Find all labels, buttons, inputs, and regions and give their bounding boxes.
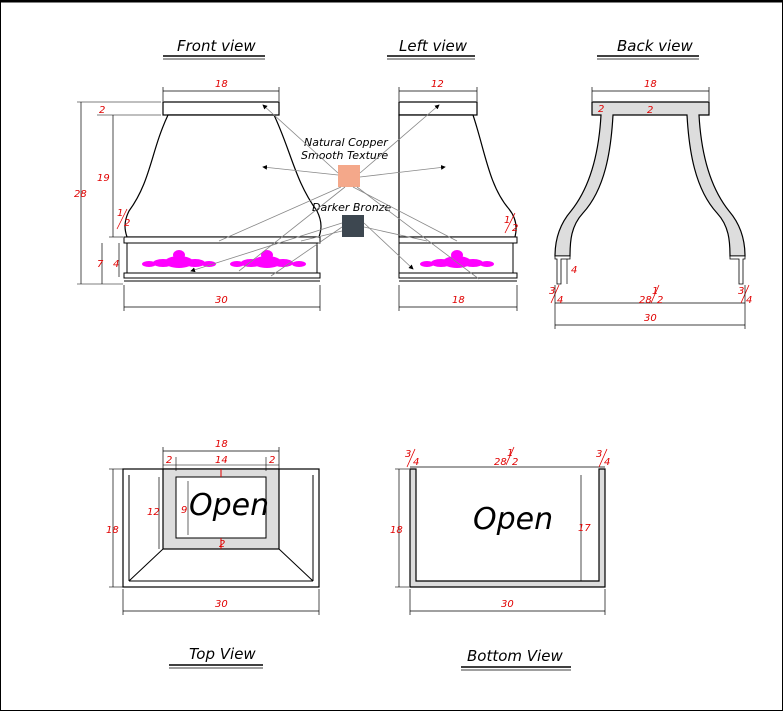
- front-dim-total-height: 28: [74, 189, 87, 200]
- front-top-collar: [162, 101, 280, 116]
- left-dim-half-num: 1: [504, 215, 510, 226]
- left-ornament: [420, 250, 494, 268]
- front-ornament-left: [142, 250, 216, 268]
- front-dim-body-height: 19: [97, 173, 110, 184]
- top-open-label: Open: [189, 488, 269, 523]
- bottom-view-title: Bottom View: [467, 647, 563, 665]
- back-view-title: Back view: [617, 37, 693, 55]
- left-top-collar: [398, 101, 478, 116]
- front-dim-band-inner: 4: [113, 259, 119, 270]
- back-dim-center-num: 1: [652, 286, 658, 297]
- back-dim-side-num-right: 3: [738, 286, 744, 297]
- back-dim-top-width: 18: [644, 79, 657, 90]
- back-dim-wall-mid: 2: [647, 105, 653, 116]
- left-view: Left view 12 1 2 18: [387, 37, 518, 311]
- bottom-dim-center-int: 28: [494, 457, 507, 468]
- bottom-view: Open 3 4 28 1 2 3 4 18 17 30 Bottom View: [390, 446, 610, 671]
- top-dim-open-height: 9: [181, 505, 187, 516]
- bottom-dim-inner-height: 17: [578, 523, 591, 534]
- back-dim-side-den-right: 4: [746, 295, 752, 306]
- bottom-dim-side-den: 4: [413, 457, 419, 468]
- bronze-swatch: [342, 215, 364, 237]
- bottom-dim-height: 18: [390, 525, 403, 536]
- left-dim-bottom-width: 18: [452, 295, 465, 306]
- bottom-u-profile: [409, 468, 606, 588]
- back-dim-center-den: 2: [657, 295, 663, 306]
- back-profile: [554, 101, 746, 257]
- top-view: Open 18 2 14 2 18 12 9 2 30 Top View: [106, 439, 320, 669]
- back-dim-side-num: 3: [549, 286, 555, 297]
- back-dim-center-int: 28: [639, 295, 652, 306]
- back-dim-side-den: 4: [557, 295, 563, 306]
- bottom-dim-bottom-width: 30: [501, 599, 514, 610]
- left-dim-top-width: 12: [431, 79, 444, 90]
- front-dim-top-width: 18: [215, 79, 228, 90]
- top-dim-outer-top: 18: [215, 439, 228, 450]
- material-callouts: Natural Copper Smooth Texture Darker Bro…: [190, 104, 480, 280]
- top-dim-bottom-gap: 2: [219, 539, 225, 550]
- front-dim-half-num: 1: [117, 208, 123, 219]
- front-dim-bottom-width: 30: [215, 295, 228, 306]
- bottom-dim-center-den: 2: [512, 457, 518, 468]
- left-body: [398, 114, 517, 238]
- front-ornament-right: [230, 250, 306, 268]
- top-view-title: Top View: [189, 645, 256, 663]
- copper-swatch: [338, 165, 360, 187]
- bottom-dim-side-num: 3: [405, 449, 411, 460]
- front-ornament-band: [126, 242, 318, 274]
- back-dim-leg-height: 4: [571, 265, 577, 276]
- copper-label-line1: Natural Copper: [304, 136, 389, 149]
- top-dim-height-outer: 18: [106, 525, 119, 536]
- front-view-title: Front view: [177, 37, 256, 55]
- left-dim-half-den: 2: [512, 223, 518, 234]
- left-view-title: Left view: [399, 37, 468, 55]
- top-dim-bottom-width: 30: [215, 599, 228, 610]
- top-dim-left-gap: 2: [166, 455, 172, 466]
- front-bell-body: [124, 114, 322, 238]
- bottom-dim-center-num: 1: [507, 448, 513, 459]
- front-view: Front view: [74, 37, 322, 311]
- top-dim-inner-height: 12: [147, 507, 160, 518]
- back-view: Back view 18 2 2 4 3 4 28 1 2 3 4 30: [549, 37, 752, 329]
- top-dim-inner-top: 14: [215, 455, 228, 466]
- top-opening: [175, 476, 267, 539]
- back-dim-wall-left: 2: [598, 104, 604, 115]
- bottom-open-label: Open: [473, 502, 553, 537]
- front-dim-band-outer: 7: [97, 259, 104, 270]
- front-dim-top-band: 2: [99, 105, 105, 116]
- bottom-dim-side-num-right: 3: [596, 449, 602, 460]
- bronze-label: Darker Bronze: [312, 201, 391, 214]
- top-dim-right-gap: 2: [269, 455, 275, 466]
- bottom-dim-side-den-right: 4: [604, 457, 610, 468]
- front-dim-half-den: 2: [124, 218, 130, 229]
- back-dim-bottom-width: 30: [644, 313, 657, 324]
